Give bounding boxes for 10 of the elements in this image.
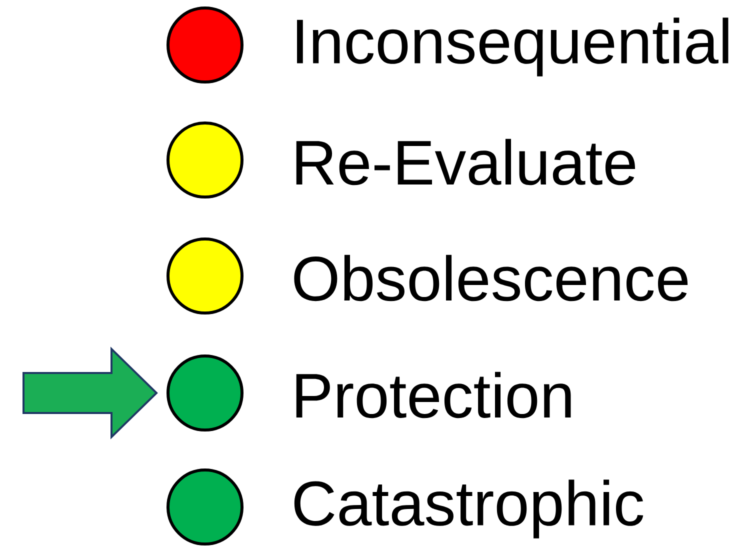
status-label: Re-Evaluate [296,138,636,186]
status-circle [166,468,244,546]
status-label: Obsolescence [294,254,688,302]
status-circle [166,354,244,432]
status-circle [166,238,244,314]
status-label: Inconsequential [297,18,728,76]
status-label: Catastrophic [294,480,644,538]
status-label: Protection [296,372,571,418]
status-circle [166,122,244,198]
status-circle [166,6,244,84]
